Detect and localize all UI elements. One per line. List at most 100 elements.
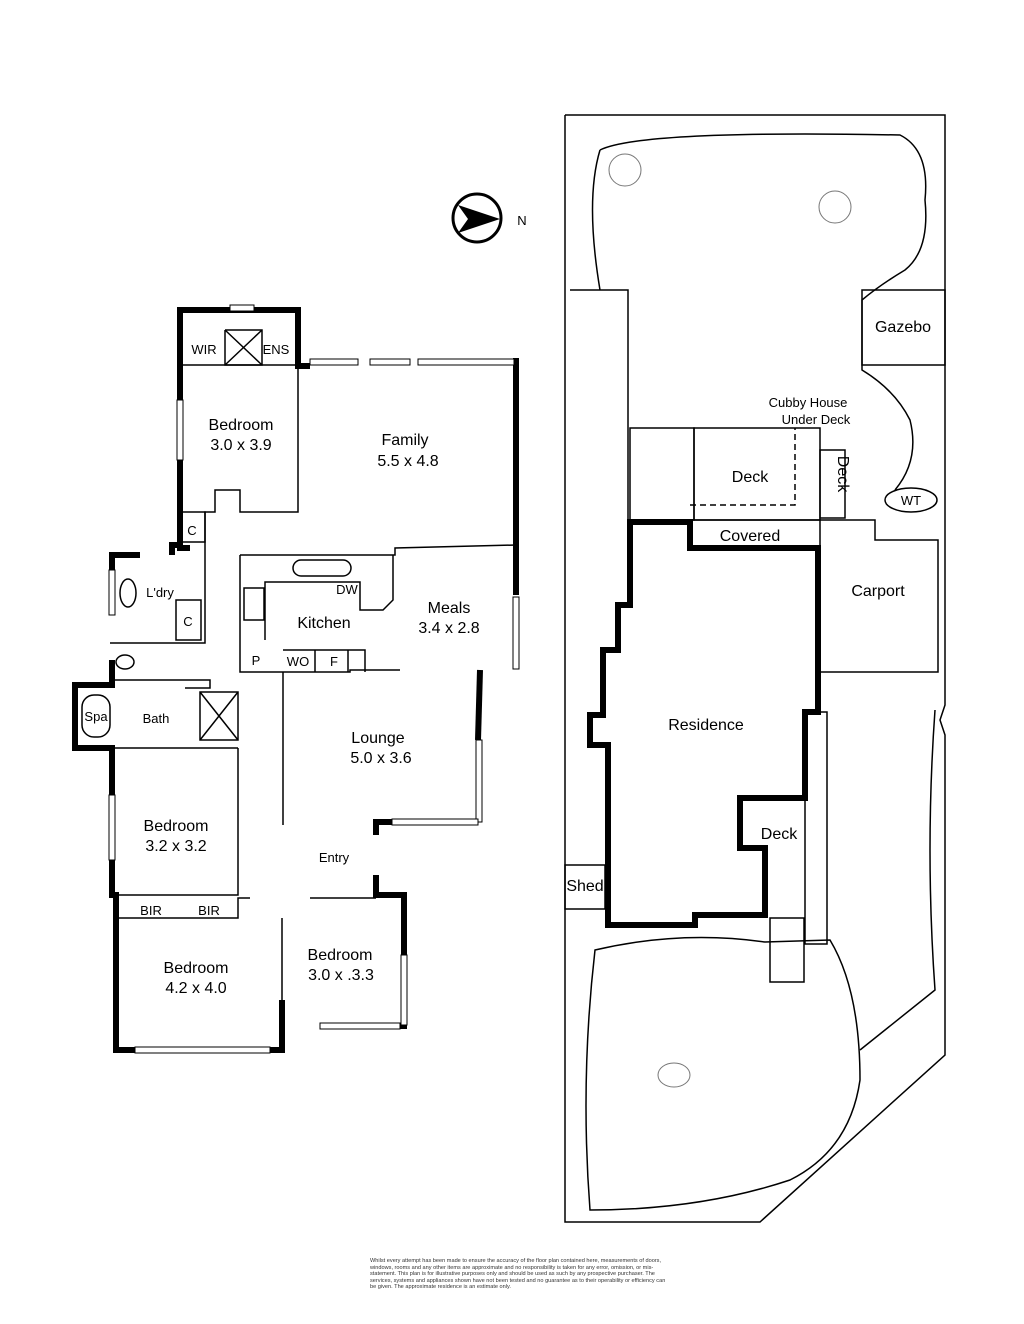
cooktop — [243, 587, 265, 621]
compass: N — [451, 192, 527, 244]
room-label-spa: Spa — [84, 709, 108, 724]
exterior-wall — [373, 875, 407, 955]
window — [108, 569, 116, 616]
room-size-bedroom: 3.0 x 3.9 — [210, 437, 271, 454]
tree-icon — [657, 1062, 691, 1088]
room-label-dishwasher: DW — [336, 582, 358, 597]
window — [512, 596, 520, 670]
kitchen-bench — [283, 649, 366, 672]
fixture — [199, 691, 239, 741]
room-label-laundry: L'dry — [146, 585, 174, 600]
room-label-wir: WIR — [191, 342, 216, 357]
room-label-bir: BIR — [140, 903, 162, 918]
room-label-ens: ENS — [263, 342, 290, 357]
room-label-wall-oven: WO — [287, 654, 309, 669]
room-label-fridge: F — [330, 654, 338, 669]
window — [417, 358, 515, 366]
washtub — [119, 578, 137, 608]
window — [319, 1022, 401, 1030]
interior-wall — [110, 555, 206, 644]
exterior-wall — [177, 307, 310, 400]
room-label-bedroom: Bedroom — [209, 417, 274, 434]
driveway-edge — [570, 289, 629, 520]
window — [134, 1046, 271, 1054]
deck-label: Deck — [732, 469, 769, 486]
cubby-house-label: Cubby House — [769, 395, 848, 410]
garden-bed — [599, 133, 927, 491]
residence-outline — [587, 519, 821, 928]
room-size-bedroom: 4.2 x 4.0 — [165, 980, 226, 997]
garden-bed — [859, 709, 936, 1051]
water-tank — [884, 487, 938, 513]
room-size-family: 5.5 x 4.8 — [377, 453, 438, 470]
room-size-bedroom: 3.2 x 3.2 — [145, 838, 206, 855]
window — [309, 358, 359, 366]
compass-north-label: N — [517, 213, 526, 228]
fixture — [224, 329, 263, 366]
steps — [769, 917, 805, 983]
interior-wall — [239, 555, 400, 673]
cubby-house-outline — [690, 428, 796, 506]
room-label-cupboard: C — [183, 614, 192, 629]
water-tank-label: WT — [901, 493, 921, 508]
window — [108, 794, 116, 861]
exterior-wall — [475, 669, 483, 741]
room-size-bedroom: 3.0 x .3.3 — [308, 967, 374, 984]
interior-wall — [240, 544, 517, 556]
window — [229, 304, 255, 312]
room-label-bedroom: Bedroom — [308, 947, 373, 964]
sliding-door — [369, 358, 411, 366]
room-label-bedroom: Bedroom — [164, 960, 229, 977]
lawn-area — [585, 936, 861, 1211]
gazebo-label: Gazebo — [875, 319, 931, 336]
room-size-meals: 3.4 x 2.8 — [418, 620, 479, 637]
disclaimer-text: Whilst every attempt has been made to en… — [370, 1258, 666, 1291]
steps — [629, 427, 695, 521]
spa-tub — [81, 694, 111, 738]
deck — [819, 449, 846, 519]
shed-label: Shed — [566, 878, 603, 895]
room-size-lounge: 5.0 x 3.6 — [350, 750, 411, 767]
garden-bed — [591, 149, 601, 291]
window — [391, 818, 479, 826]
gazebo — [861, 289, 946, 366]
side-path — [804, 711, 828, 945]
window — [475, 739, 483, 823]
cubby-house-label: Under Deck — [782, 412, 851, 427]
carport — [820, 519, 939, 673]
room-label-family: Family — [381, 432, 428, 449]
carport-label: Carport — [851, 583, 905, 600]
interior-wall — [116, 897, 250, 919]
interior-wall — [116, 748, 239, 896]
shower — [199, 691, 239, 741]
exterior-wall — [72, 660, 115, 795]
room-label-meals: Meals — [428, 600, 471, 617]
window — [176, 399, 184, 461]
room-label-bedroom: Bedroom — [144, 818, 209, 835]
room-label-bath: Bath — [143, 711, 170, 726]
interior-wall — [110, 679, 211, 689]
cupboard — [175, 599, 202, 641]
deck-label: Deck — [761, 826, 798, 843]
room-label-cupboard: C — [187, 523, 196, 538]
exterior-wall — [169, 542, 180, 555]
floor-plan: WIR ENS Bedroom 3.0 x 3.9 Family 5.5 x 4… — [72, 304, 520, 1054]
exterior-wall — [109, 860, 135, 1053]
kitchen-bench — [264, 555, 394, 640]
exterior-wall — [270, 1000, 285, 1053]
room-label-bir: BIR — [198, 903, 220, 918]
room-label-pantry: P — [252, 653, 261, 668]
residence-label: Residence — [668, 717, 744, 734]
covered-label: Covered — [720, 528, 780, 545]
deck-label: Deck — [834, 456, 851, 493]
cupboard — [179, 511, 206, 543]
exterior-wall — [373, 819, 392, 835]
interior-wall — [204, 366, 299, 555]
tree-icon — [608, 153, 642, 187]
window — [400, 954, 408, 1026]
room-label-entry: Entry — [319, 850, 350, 865]
shed — [564, 864, 606, 910]
north-arrow-icon — [458, 205, 500, 233]
room-label-kitchen: Kitchen — [297, 615, 350, 632]
